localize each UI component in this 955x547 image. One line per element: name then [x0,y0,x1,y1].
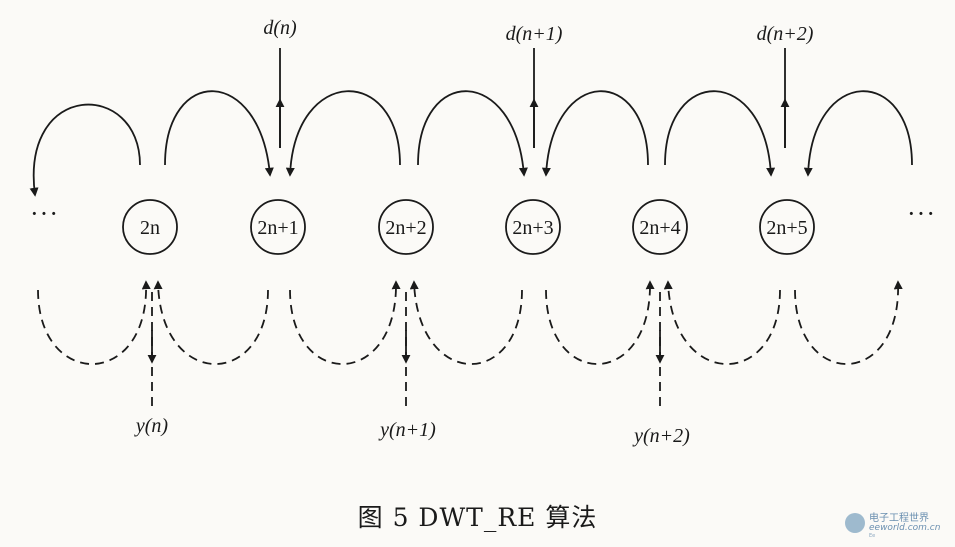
output-label-y-n-plus-2: y(n+2) [632,425,690,447]
node-2n-plus-3: 2n+3 [505,199,561,255]
node-label: 2n+2 [385,217,426,239]
watermark-logo-icon [845,513,865,533]
dashed-arc [289,280,401,365]
node-label: 2n+4 [639,217,680,239]
figure-caption: 图 5 DWT_RE 算法 [357,503,598,532]
watermark-brand: 电子工程世界 [869,513,929,524]
dashed-arc [794,280,903,365]
solid-arc [541,90,649,177]
input-label-d-n-plus-2: d(n+2) [757,23,814,45]
watermark-tagline: Ee [869,533,876,539]
dashed-arc [37,280,151,365]
node-2n-plus-2: 2n+2 [378,199,434,255]
node-2n-plus-1: 2n+1 [250,199,306,255]
solid-arc [417,90,528,177]
node-2n-plus-5: 2n+5 [759,199,815,255]
node-label: 2n [140,217,160,239]
input-label-d-n-plus-1: d(n+1) [506,23,563,45]
solid-arc [164,90,274,177]
solid-arc [29,103,141,197]
node-label: 2n+5 [766,217,807,239]
watermark-url: eeworld.com.cn [869,523,941,533]
solid-arc [664,90,776,177]
dashed-arc [409,280,523,365]
solid-arc [803,90,913,177]
node-2n-plus-4: 2n+4 [632,199,688,255]
dashed-arc [153,280,269,365]
output-label-y-n: y(n) [134,415,169,437]
node-2n: 2n [122,199,178,255]
input-label-d-n: d(n) [263,17,297,39]
node-label: 2n+3 [512,217,553,239]
left-ellipsis: ··· [30,199,59,228]
solid-arc [285,90,401,177]
node-label: 2n+1 [257,217,298,239]
right-ellipsis: ··· [907,199,936,228]
dashed-arc [545,280,655,365]
dashed-arc [663,280,781,365]
watermark: 电子工程世界 eeworld.com.cn Ee [845,509,941,539]
output-label-y-n-plus-1: y(n+1) [378,419,436,441]
